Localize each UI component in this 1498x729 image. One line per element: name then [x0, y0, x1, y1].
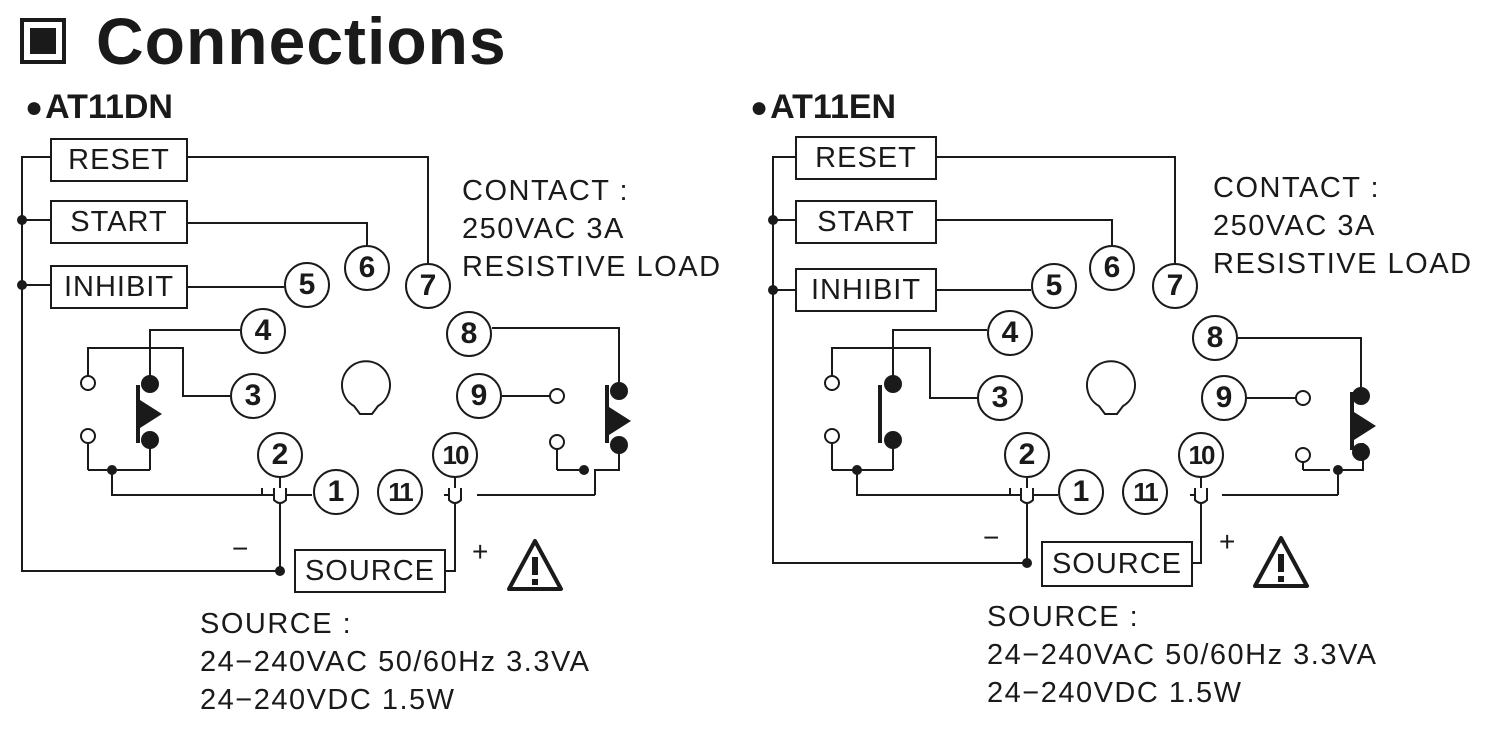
source-note-line: 24−240VDC 1.5W: [987, 677, 1243, 709]
page-title: Connections: [96, 4, 507, 78]
page-title-row: Connections: [20, 4, 507, 78]
source-note-line: 24−240VDC 1.5W: [200, 684, 456, 716]
pin-7: 7: [1152, 263, 1198, 309]
contact-closed-terminal: [610, 382, 628, 400]
junction-dot: [107, 465, 117, 475]
contact-open-terminal: [80, 428, 96, 444]
contact-note-line: CONTACT :: [462, 175, 630, 207]
junction-dot: [1333, 465, 1343, 475]
start-terminal-box: START: [50, 200, 188, 244]
pin-5: 5: [284, 262, 330, 308]
caution-triangle-icon: [1253, 536, 1309, 588]
pin-3: 3: [230, 373, 276, 419]
pin-2: 2: [1004, 432, 1050, 478]
bullet-icon: ●: [25, 90, 44, 124]
reset-terminal-box: RESET: [795, 136, 937, 180]
contact-note-line: 250VAC 3A: [1213, 210, 1376, 242]
contact-note-line: CONTACT :: [1213, 172, 1381, 204]
source-note-line: SOURCE :: [987, 601, 1140, 633]
caution-triangle-icon: [507, 539, 563, 591]
junction-dot: [1022, 558, 1032, 568]
minus-sign: −: [983, 522, 1000, 553]
pin-2: 2: [257, 432, 303, 478]
minus-sign: −: [232, 533, 249, 564]
source-rating-note: SOURCE : 24−240VAC 50/60Hz 3.3VA 24−240V…: [987, 598, 1378, 712]
relay-arrow-icon: [609, 407, 631, 435]
contact-open-terminal: [824, 428, 840, 444]
relay-arrow-icon: [1354, 412, 1376, 440]
source-terminal-box: SOURCE: [294, 549, 446, 593]
pin-4: 4: [987, 310, 1033, 356]
pin-10: 10: [432, 432, 478, 478]
terminal-tab: [1194, 488, 1208, 504]
contact-closed-terminal: [884, 375, 902, 393]
junction-dot: [852, 465, 862, 475]
junction-dot: [17, 215, 27, 225]
pin-8: 8: [1192, 315, 1238, 361]
contact-open-terminal: [549, 434, 565, 450]
contact-note-line: RESISTIVE LOAD: [1213, 248, 1473, 280]
title-square-icon: [20, 18, 66, 64]
plus-sign: +: [472, 536, 489, 567]
pin-4: 4: [240, 308, 286, 354]
pin-11: 11: [1122, 469, 1168, 515]
pin-6: 6: [1089, 245, 1135, 291]
contact-closed-terminal: [884, 431, 902, 449]
pin-9: 9: [456, 373, 502, 419]
pin-8: 8: [446, 311, 492, 357]
source-terminal-box: SOURCE: [1041, 541, 1193, 587]
model-heading: ● AT11DN: [25, 88, 173, 127]
start-terminal-box: START: [795, 200, 937, 244]
contact-open-terminal: [1295, 390, 1311, 406]
terminal-tab: [273, 488, 287, 504]
model-name: AT11EN: [770, 88, 897, 126]
pin-6: 6: [344, 245, 390, 291]
contact-open-terminal: [549, 388, 565, 404]
pin-7: 7: [405, 263, 451, 309]
bullet-icon: ●: [750, 90, 769, 124]
model-name: AT11DN: [45, 88, 173, 126]
reset-terminal-box: RESET: [50, 138, 188, 182]
junction-dot: [275, 566, 285, 576]
pin-1: 1: [313, 469, 359, 515]
terminal-tab: [1020, 488, 1034, 504]
junction-dot: [579, 465, 589, 475]
socket-key-icon: [1086, 360, 1136, 415]
pin-10: 10: [1178, 432, 1224, 478]
source-rating-note: SOURCE : 24−240VAC 50/60Hz 3.3VA 24−240V…: [200, 605, 591, 719]
source-note-line: 24−240VAC 50/60Hz 3.3VA: [987, 639, 1378, 671]
contact-closed-terminal: [141, 375, 159, 393]
contact-note-line: 250VAC 3A: [462, 213, 625, 245]
pin-3: 3: [977, 375, 1023, 421]
model-heading: ● AT11EN: [750, 88, 896, 127]
contact-closed-terminal: [1352, 387, 1370, 405]
inhibit-terminal-box: INHIBIT: [50, 265, 188, 309]
source-note-line: 24−240VAC 50/60Hz 3.3VA: [200, 646, 591, 678]
contact-note-line: RESISTIVE LOAD: [462, 251, 722, 283]
contact-closed-terminal: [1352, 443, 1370, 461]
terminal-tab: [448, 488, 462, 504]
pin-1: 1: [1058, 469, 1104, 515]
contact-closed-terminal: [610, 436, 628, 454]
source-note-line: SOURCE :: [200, 608, 353, 640]
socket-key-icon: [341, 360, 391, 415]
junction-dot: [17, 280, 27, 290]
contact-open-terminal: [824, 375, 840, 391]
contact-rating-note: CONTACT : 250VAC 3A RESISTIVE LOAD: [1213, 169, 1473, 283]
junction-dot: [768, 285, 778, 295]
contact-closed-terminal: [141, 431, 159, 449]
pin-11: 11: [377, 469, 423, 515]
pin-5: 5: [1031, 263, 1077, 309]
inhibit-terminal-box: INHIBIT: [795, 268, 937, 312]
contact-open-terminal: [80, 375, 96, 391]
contact-open-terminal: [1295, 447, 1311, 463]
pin-9: 9: [1201, 375, 1247, 421]
junction-dot: [768, 215, 778, 225]
relay-arrow-icon: [140, 400, 162, 428]
contact-rating-note: CONTACT : 250VAC 3A RESISTIVE LOAD: [462, 172, 722, 286]
plus-sign: +: [1219, 526, 1236, 557]
